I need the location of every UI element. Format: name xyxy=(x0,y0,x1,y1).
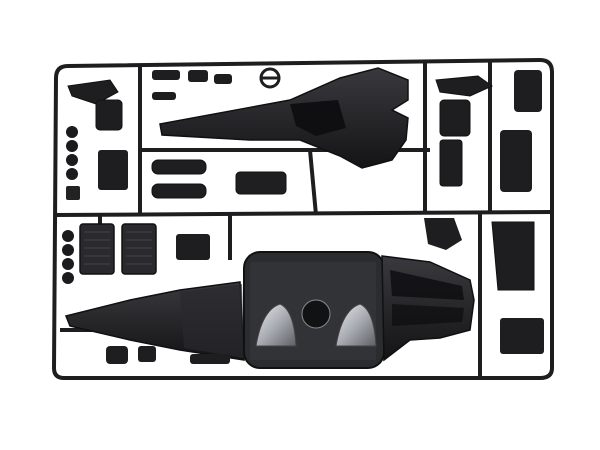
chassis-tub xyxy=(159,67,409,169)
rear-wing-part xyxy=(435,75,493,187)
clear-engine-cover xyxy=(243,251,385,369)
suspension-bracket xyxy=(424,218,462,250)
wing-mirror-part xyxy=(67,79,123,131)
gearbox-part xyxy=(514,70,542,112)
cockpit-panel-part xyxy=(491,221,535,291)
seat-part xyxy=(500,130,532,192)
bottom-small-parts xyxy=(106,346,230,364)
floor-plate-part xyxy=(500,318,544,354)
wheel-nuts xyxy=(62,126,78,284)
cockpit-opening xyxy=(290,100,346,136)
engine-block-part xyxy=(98,150,128,190)
exhaust-parts xyxy=(151,159,287,199)
pedal-box-part xyxy=(176,234,210,260)
steering-wheel-part xyxy=(259,67,281,89)
small-parts-top xyxy=(152,70,232,100)
small-tab xyxy=(66,186,80,200)
radiator-grilles xyxy=(79,223,157,275)
